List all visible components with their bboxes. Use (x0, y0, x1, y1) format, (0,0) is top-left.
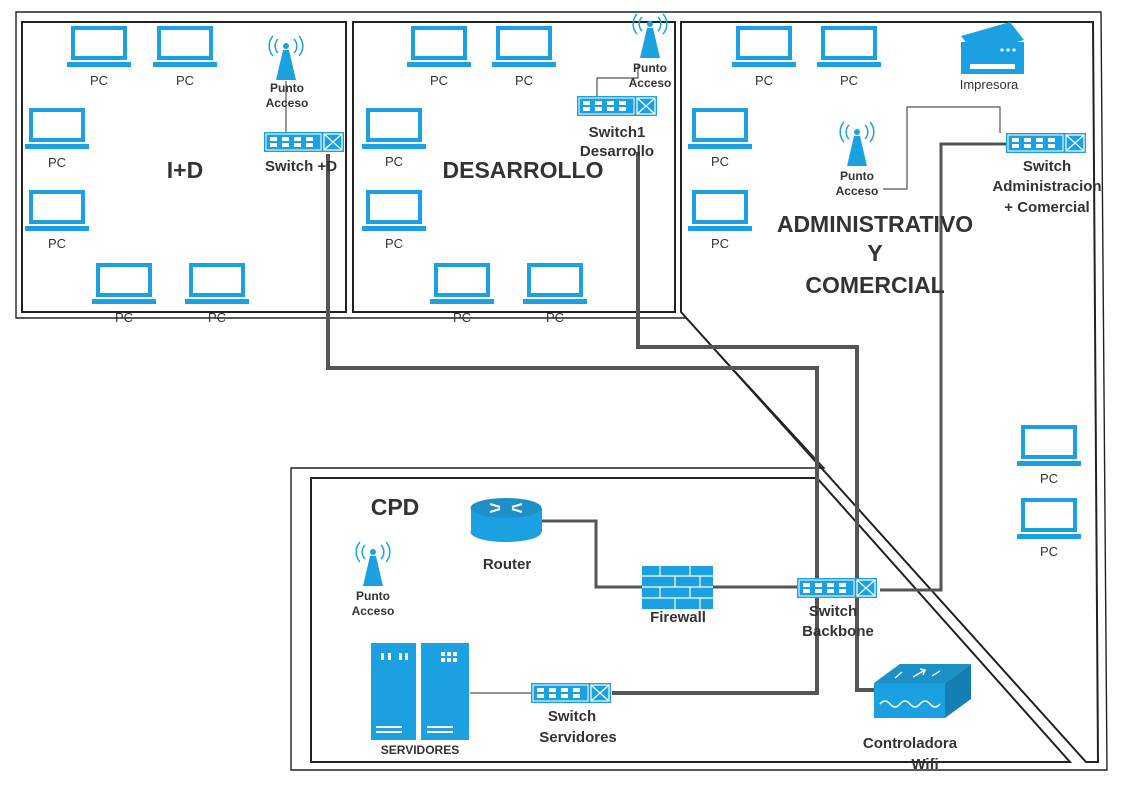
switch-admin-label: Administracion (992, 178, 1101, 195)
access-point-label: Acceso (629, 76, 672, 90)
servers-label: SERVIDORES (381, 743, 459, 757)
pc-label: PC (48, 155, 66, 170)
pc-icon (817, 26, 881, 67)
router-label: Router (483, 556, 531, 573)
pc-label: PC (755, 73, 773, 88)
pc-label: PC (1040, 471, 1058, 486)
switch-backbone-icon (796, 577, 878, 599)
access-point-label: Punto (270, 81, 304, 95)
wifi-controller-label: Wifi (911, 756, 938, 773)
pc-label: PC (546, 310, 564, 325)
pc-label: PC (385, 154, 403, 169)
switch-id-icon (263, 131, 345, 153)
pc-label: PC (208, 310, 226, 325)
access-point-icon (839, 121, 875, 167)
wifi-controller-icon (874, 664, 971, 718)
servers-icon (371, 643, 469, 740)
room-label-comercial: COMERCIAL (805, 272, 944, 298)
room-label-desarrollo: DESARROLLO (443, 157, 604, 183)
printer-icon (961, 22, 1024, 74)
printer-label: Impresora (960, 77, 1019, 92)
pc-icon (430, 263, 494, 304)
access-point-label: Acceso (352, 604, 395, 618)
pc-label: PC (515, 73, 533, 88)
pc-label: PC (711, 236, 729, 251)
pc-label: PC (430, 73, 448, 88)
switch-desarrollo-label: Switch1 (589, 124, 646, 141)
pc-icon (25, 108, 89, 149)
pc-icon (407, 26, 471, 67)
switch-servidores-icon (530, 682, 612, 704)
pc-label: PC (115, 310, 133, 325)
pc-label: PC (711, 154, 729, 169)
pc-label: PC (176, 73, 194, 88)
pc-icon (492, 26, 556, 67)
switch-desarrollo-label: Desarrollo (580, 143, 654, 160)
access-point-label: Acceso (836, 184, 879, 198)
pc-label: PC (48, 236, 66, 251)
access-point-icon (355, 541, 391, 587)
pc-icon (1017, 425, 1081, 466)
pc-label: PC (840, 73, 858, 88)
pc-icon (732, 26, 796, 67)
switch-admin-icon (1005, 132, 1087, 154)
pc-icon (185, 263, 249, 304)
room-label-id: I+D (167, 157, 203, 183)
access-point-label: Punto (840, 169, 874, 183)
room-label-cpd: CPD (371, 494, 420, 520)
pc-icon (1017, 498, 1081, 539)
firewall-icon (642, 566, 713, 609)
room-label-administrativo: ADMINISTRATIVO (777, 211, 973, 237)
access-point-label: Punto (356, 589, 390, 603)
network-cables (285, 64, 1006, 695)
pc-icon (25, 190, 89, 231)
pc-icon (67, 26, 131, 67)
switch-admin-label: Switch (1023, 158, 1071, 175)
pc-label: PC (453, 310, 471, 325)
firewall-label: Firewall (650, 609, 706, 626)
switch-servidores-label: Servidores (539, 729, 617, 746)
pc-icon (688, 108, 752, 149)
pc-icon (362, 190, 426, 231)
pc-icon (362, 108, 426, 149)
access-point-label: Acceso (266, 96, 309, 110)
pc-icon (688, 190, 752, 231)
access-point-icon (268, 35, 304, 81)
pc-icon (92, 263, 156, 304)
wifi-controller-label: Controladora (863, 735, 958, 752)
access-point-icon (632, 13, 668, 59)
router-icon (470, 498, 542, 542)
pc-icon (523, 263, 587, 304)
switch-id-label: Switch +D (265, 158, 337, 175)
pc-icon (153, 26, 217, 67)
building-walls (15, 11, 1108, 771)
switch-backbone-label: Switch (809, 603, 857, 620)
room-label-y: Y (867, 240, 882, 266)
switch-backbone-label: Backbone (802, 623, 874, 640)
pc-label: PC (90, 73, 108, 88)
switch-servidores-label: Switch (548, 708, 596, 725)
switch-desarrollo-icon (576, 95, 658, 117)
pc-label: PC (385, 236, 403, 251)
pc-label: PC (1040, 544, 1058, 559)
access-point-label: Punto (633, 61, 667, 75)
switch-admin-label: + Comercial (1004, 199, 1089, 216)
